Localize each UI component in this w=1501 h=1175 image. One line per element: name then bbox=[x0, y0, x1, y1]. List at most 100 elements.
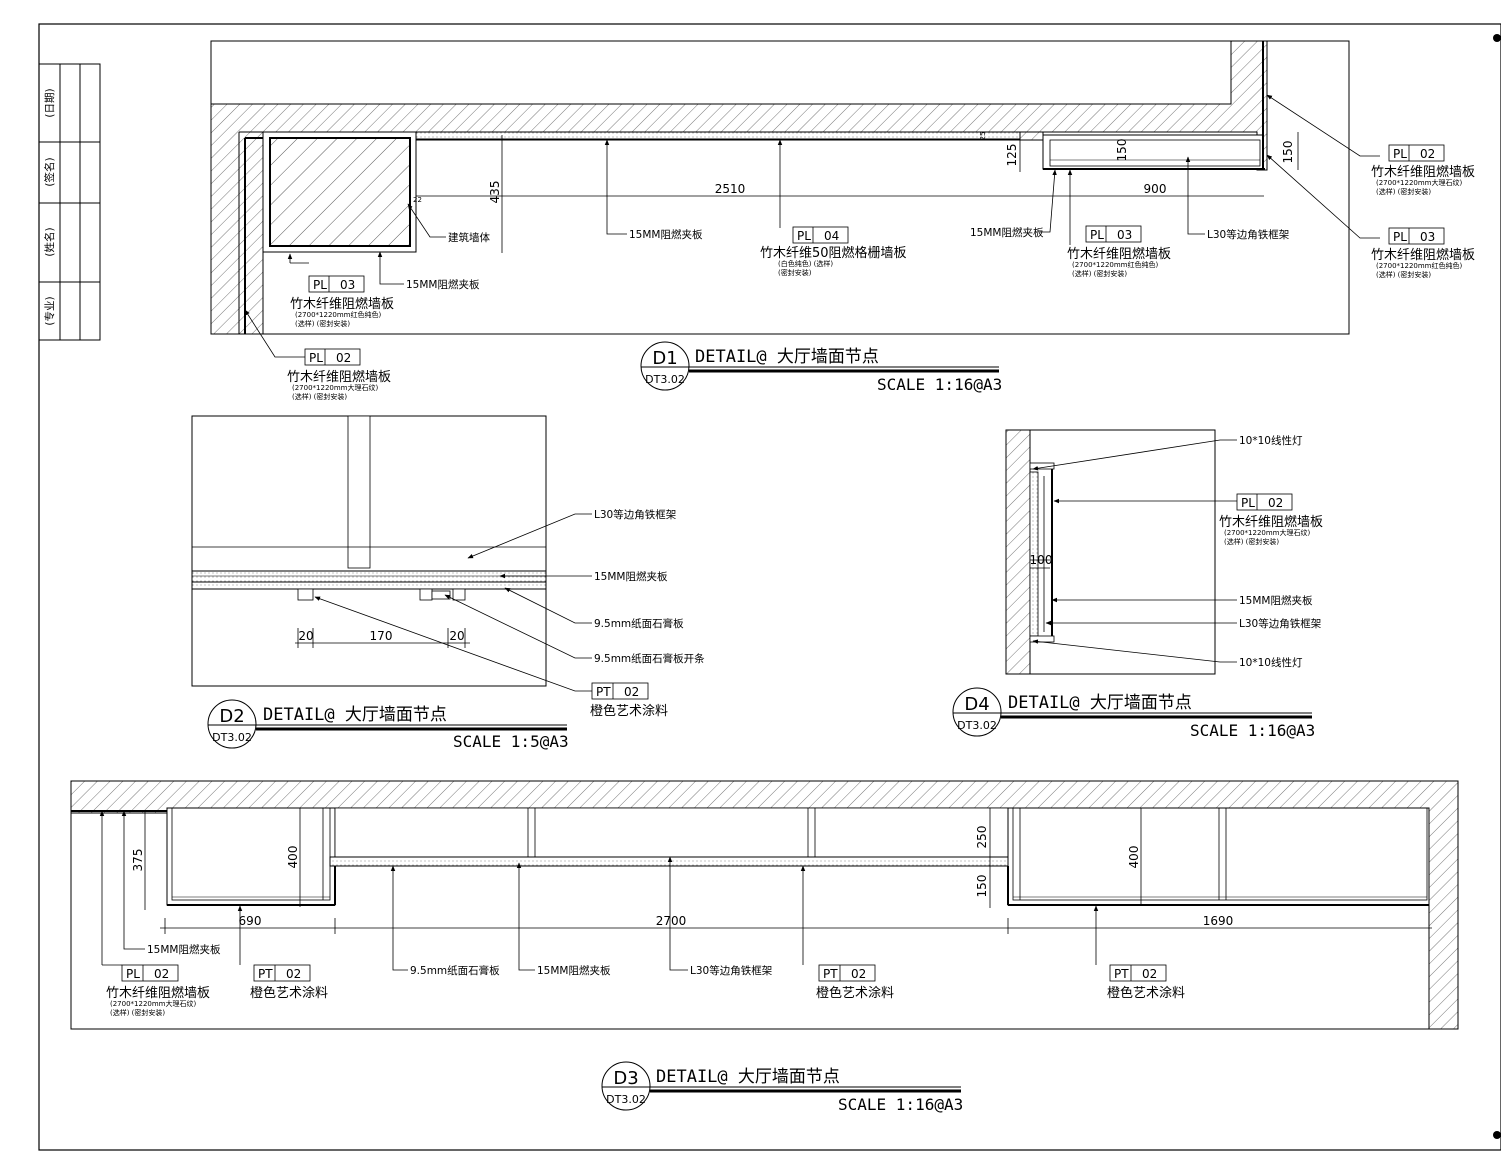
dim-170: 170 bbox=[370, 629, 393, 643]
svg-text:橙色艺术涂料: 橙色艺术涂料 bbox=[250, 985, 328, 1001]
sheet-frame bbox=[38, 23, 1501, 1151]
svg-text:(选样) (密封安装): (选样) (密封安装) bbox=[292, 392, 347, 401]
dim-20-b: 20 bbox=[449, 629, 464, 643]
detail-title-d3: D3 DT3.02 DETAIL@ 大厅墙面节点 SCALE 1:16@A3 bbox=[601, 1061, 963, 1114]
dim-20-a: 20 bbox=[298, 629, 313, 643]
dim-400-a: 400 bbox=[286, 846, 300, 869]
svg-text:竹木纤维阻燃墙板: 竹木纤维阻燃墙板 bbox=[106, 985, 210, 1001]
label-gypsum-d2: 9.5mm纸面石膏板 bbox=[594, 617, 684, 630]
svg-text:PT: PT bbox=[258, 967, 273, 981]
detail-scale-d3: SCALE 1:16@A3 bbox=[838, 1095, 963, 1114]
dim-250: 250 bbox=[975, 826, 989, 849]
title-cell-discipline: (专业) bbox=[43, 296, 56, 325]
svg-text:PL: PL bbox=[1241, 496, 1255, 510]
label-angle-frame-d4: L30等边角铁框架 bbox=[1239, 617, 1322, 630]
svg-text:竹木纤维阻燃墙板: 竹木纤维阻燃墙板 bbox=[1219, 514, 1323, 530]
material-tag-pl02-d1-right: PL 02 竹木纤维阻燃墙板 (2700*1220mm大理石纹) (选样) (密… bbox=[1371, 144, 1475, 196]
detail-title-text-d1: DETAIL@ 大厅墙面节点 bbox=[695, 347, 879, 367]
svg-text:PL: PL bbox=[1393, 230, 1407, 244]
svg-text:(2700*1220mm大理石纹): (2700*1220mm大理石纹) bbox=[110, 999, 196, 1008]
dim-900: 900 bbox=[1144, 182, 1167, 196]
label-angle-frame-d1: L30等边角铁框架 bbox=[1207, 228, 1290, 241]
detail-d1: 2510 900 435 125 150 150 25 22 建筑墙体 15MM… bbox=[210, 40, 1475, 401]
sheet-ref-d3: DT3.02 bbox=[606, 1093, 646, 1106]
label-plywood-d1-b: 15MM阻燃夹板 bbox=[629, 228, 703, 241]
svg-text:竹木纤维阻燃墙板: 竹木纤维阻燃墙板 bbox=[1371, 247, 1475, 263]
dim-2700: 2700 bbox=[656, 914, 687, 928]
detail-tag-d1: D1 bbox=[652, 348, 677, 369]
material-tag-pl03-d1-mid: PL 03 竹木纤维阻燃墙板 (2700*1220mm红色纯色) (选样) (密… bbox=[1067, 225, 1171, 278]
svg-text:(选样) (密封安装): (选样) (密封安装) bbox=[1376, 187, 1431, 196]
label-angle-frame-d3: L30等边角铁框架 bbox=[690, 964, 773, 977]
dim-400-b: 400 bbox=[1127, 846, 1141, 869]
material-tag-pt02-d3-mid: PT 02 橙色艺术涂料 bbox=[816, 964, 894, 1001]
material-tag-pl02-d3: PL 02 竹木纤维阻燃墙板 (2700*1220mm大理石纹) (选样) (密… bbox=[106, 964, 210, 1017]
svg-text:02: 02 bbox=[154, 967, 169, 981]
label-linear-light-d4-top: 10*10线性灯 bbox=[1239, 434, 1303, 447]
svg-text:02: 02 bbox=[851, 967, 866, 981]
svg-text:竹木纤维阻燃墙板: 竹木纤维阻燃墙板 bbox=[1067, 246, 1171, 262]
svg-text:PL: PL bbox=[797, 229, 811, 243]
dim-150-d3: 150 bbox=[975, 875, 989, 898]
svg-text:03: 03 bbox=[1117, 228, 1132, 242]
svg-text:PL: PL bbox=[1090, 228, 1104, 242]
svg-text:(选样) (密封安装): (选样) (密封安装) bbox=[1072, 269, 1127, 278]
svg-text:02: 02 bbox=[624, 685, 639, 699]
svg-text:02: 02 bbox=[1420, 147, 1435, 161]
dim-375: 375 bbox=[131, 849, 145, 872]
dim-25: 25 bbox=[979, 132, 987, 141]
svg-text:PT: PT bbox=[823, 967, 838, 981]
dim-150-b: 150 bbox=[1281, 141, 1295, 164]
svg-text:竹木纤维阻燃墙板: 竹木纤维阻燃墙板 bbox=[290, 296, 394, 312]
title-block: (日期) (签名) (姓名) (专业) bbox=[38, 63, 101, 341]
dim-690: 690 bbox=[239, 914, 262, 928]
detail-title-d4: D4 DT3.02 DETAIL@ 大厅墙面节点 SCALE 1:16@A3 bbox=[952, 687, 1315, 740]
svg-text:(密封安装): (密封安装) bbox=[778, 268, 812, 277]
detail-tag-d4: D4 bbox=[964, 694, 989, 715]
title-cell-signature: (签名) bbox=[43, 157, 56, 186]
detail-title-text-d3: DETAIL@ 大厅墙面节点 bbox=[656, 1067, 840, 1087]
material-tag-pl02-d4: PL 02 竹木纤维阻燃墙板 (2700*1220mm大理石纹) (选样) (密… bbox=[1219, 493, 1323, 546]
label-angle-frame-d2: L30等边角铁框架 bbox=[594, 508, 677, 521]
svg-text:橙色艺术涂料: 橙色艺术涂料 bbox=[1107, 985, 1185, 1001]
svg-text:(2700*1220mm红色纯色): (2700*1220mm红色纯色) bbox=[295, 310, 381, 319]
svg-text:PL: PL bbox=[309, 351, 323, 365]
sheet-ref-d2: DT3.02 bbox=[212, 731, 252, 744]
svg-text:(选样) (密封安装): (选样) (密封安装) bbox=[1376, 270, 1431, 279]
svg-text:(选样) (密封安装): (选样) (密封安装) bbox=[110, 1008, 165, 1017]
material-tag-pl04-d1: PL 04 竹木纤维50阻燃格栅墙板 (白色纯色) (选样) (密封安装) bbox=[760, 226, 907, 277]
svg-text:02: 02 bbox=[1142, 967, 1157, 981]
svg-text:(2700*1220mm大理石纹): (2700*1220mm大理石纹) bbox=[1376, 178, 1462, 187]
material-tag-pt02-d2: PT 02 橙色艺术涂料 bbox=[590, 682, 668, 719]
svg-text:PL: PL bbox=[1393, 147, 1407, 161]
label-plywood-d4: 15MM阻燃夹板 bbox=[1239, 594, 1313, 607]
detail-title-text-d4: DETAIL@ 大厅墙面节点 bbox=[1008, 693, 1192, 713]
sheet-ref-d4: DT3.02 bbox=[957, 719, 997, 732]
svg-text:竹木纤维阻燃墙板: 竹木纤维阻燃墙板 bbox=[1371, 164, 1475, 180]
material-tag-pl03-d1-left: PL 03 竹木纤维阻燃墙板 (2700*1220mm红色纯色) (选样) (密… bbox=[290, 275, 394, 328]
dim-22: 22 bbox=[413, 196, 422, 204]
detail-d4: 100 10*10线性灯 15MM阻燃夹板 L30等边角铁框架 10*10线性灯… bbox=[952, 429, 1323, 740]
label-plywood-d2: 15MM阻燃夹板 bbox=[594, 570, 668, 583]
svg-text:04: 04 bbox=[824, 229, 839, 243]
detail-tag-d2: D2 bbox=[219, 706, 244, 727]
detail-scale-d4: SCALE 1:16@A3 bbox=[1190, 721, 1315, 740]
title-cell-name: (姓名) bbox=[43, 227, 56, 256]
svg-text:(2700*1220mm红色纯色): (2700*1220mm红色纯色) bbox=[1376, 261, 1462, 270]
detail-title-text-d2: DETAIL@ 大厅墙面节点 bbox=[263, 705, 447, 725]
svg-text:02: 02 bbox=[286, 967, 301, 981]
material-tag-pt02-d3-left: PT 02 橙色艺术涂料 bbox=[250, 964, 328, 1001]
label-plywood-d1-c: 15MM阻燃夹板 bbox=[970, 226, 1044, 239]
title-cell-date: (日期) bbox=[44, 88, 56, 117]
material-tag-pl03-d1-right: PL 03 竹木纤维阻燃墙板 (2700*1220mm红色纯色) (选样) (密… bbox=[1371, 227, 1475, 279]
dim-150-a: 150 bbox=[1115, 139, 1129, 162]
registration-dot bbox=[1493, 1131, 1501, 1139]
detail-d2: 20 170 20 L30等边角铁框架 15MM阻燃夹板 9.5mm纸面石膏板 … bbox=[191, 415, 705, 751]
svg-text:(选样) (密封安装): (选样) (密封安装) bbox=[295, 319, 350, 328]
svg-text:03: 03 bbox=[340, 278, 355, 292]
svg-text:PL: PL bbox=[126, 967, 140, 981]
registration-dot bbox=[1493, 34, 1501, 42]
label-gypsum-d3: 9.5mm纸面石膏板 bbox=[410, 964, 500, 977]
svg-text:(2700*1220mm大理石纹): (2700*1220mm大理石纹) bbox=[292, 383, 378, 392]
